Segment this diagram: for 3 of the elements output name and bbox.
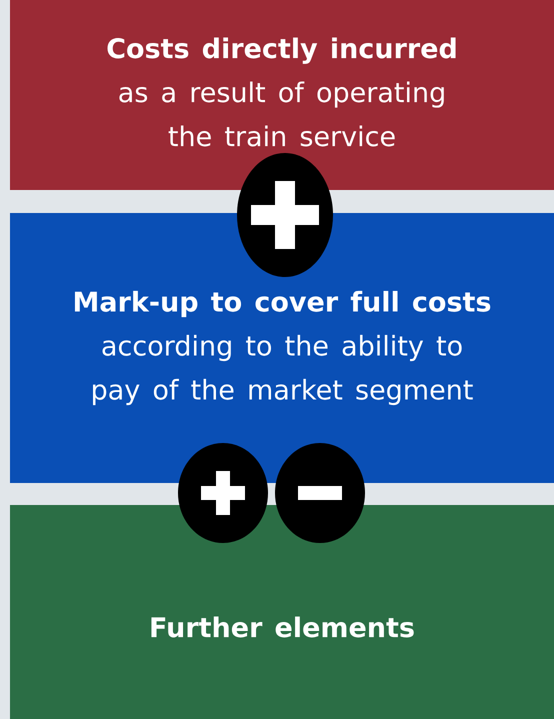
text-box: Mark-up to cover full costs according to the ability to pay of the market segment (10, 213, 554, 483)
text-box: Further elements (10, 505, 554, 719)
text-box: Costs directly incurred as a result of operating the train service (10, 0, 554, 190)
